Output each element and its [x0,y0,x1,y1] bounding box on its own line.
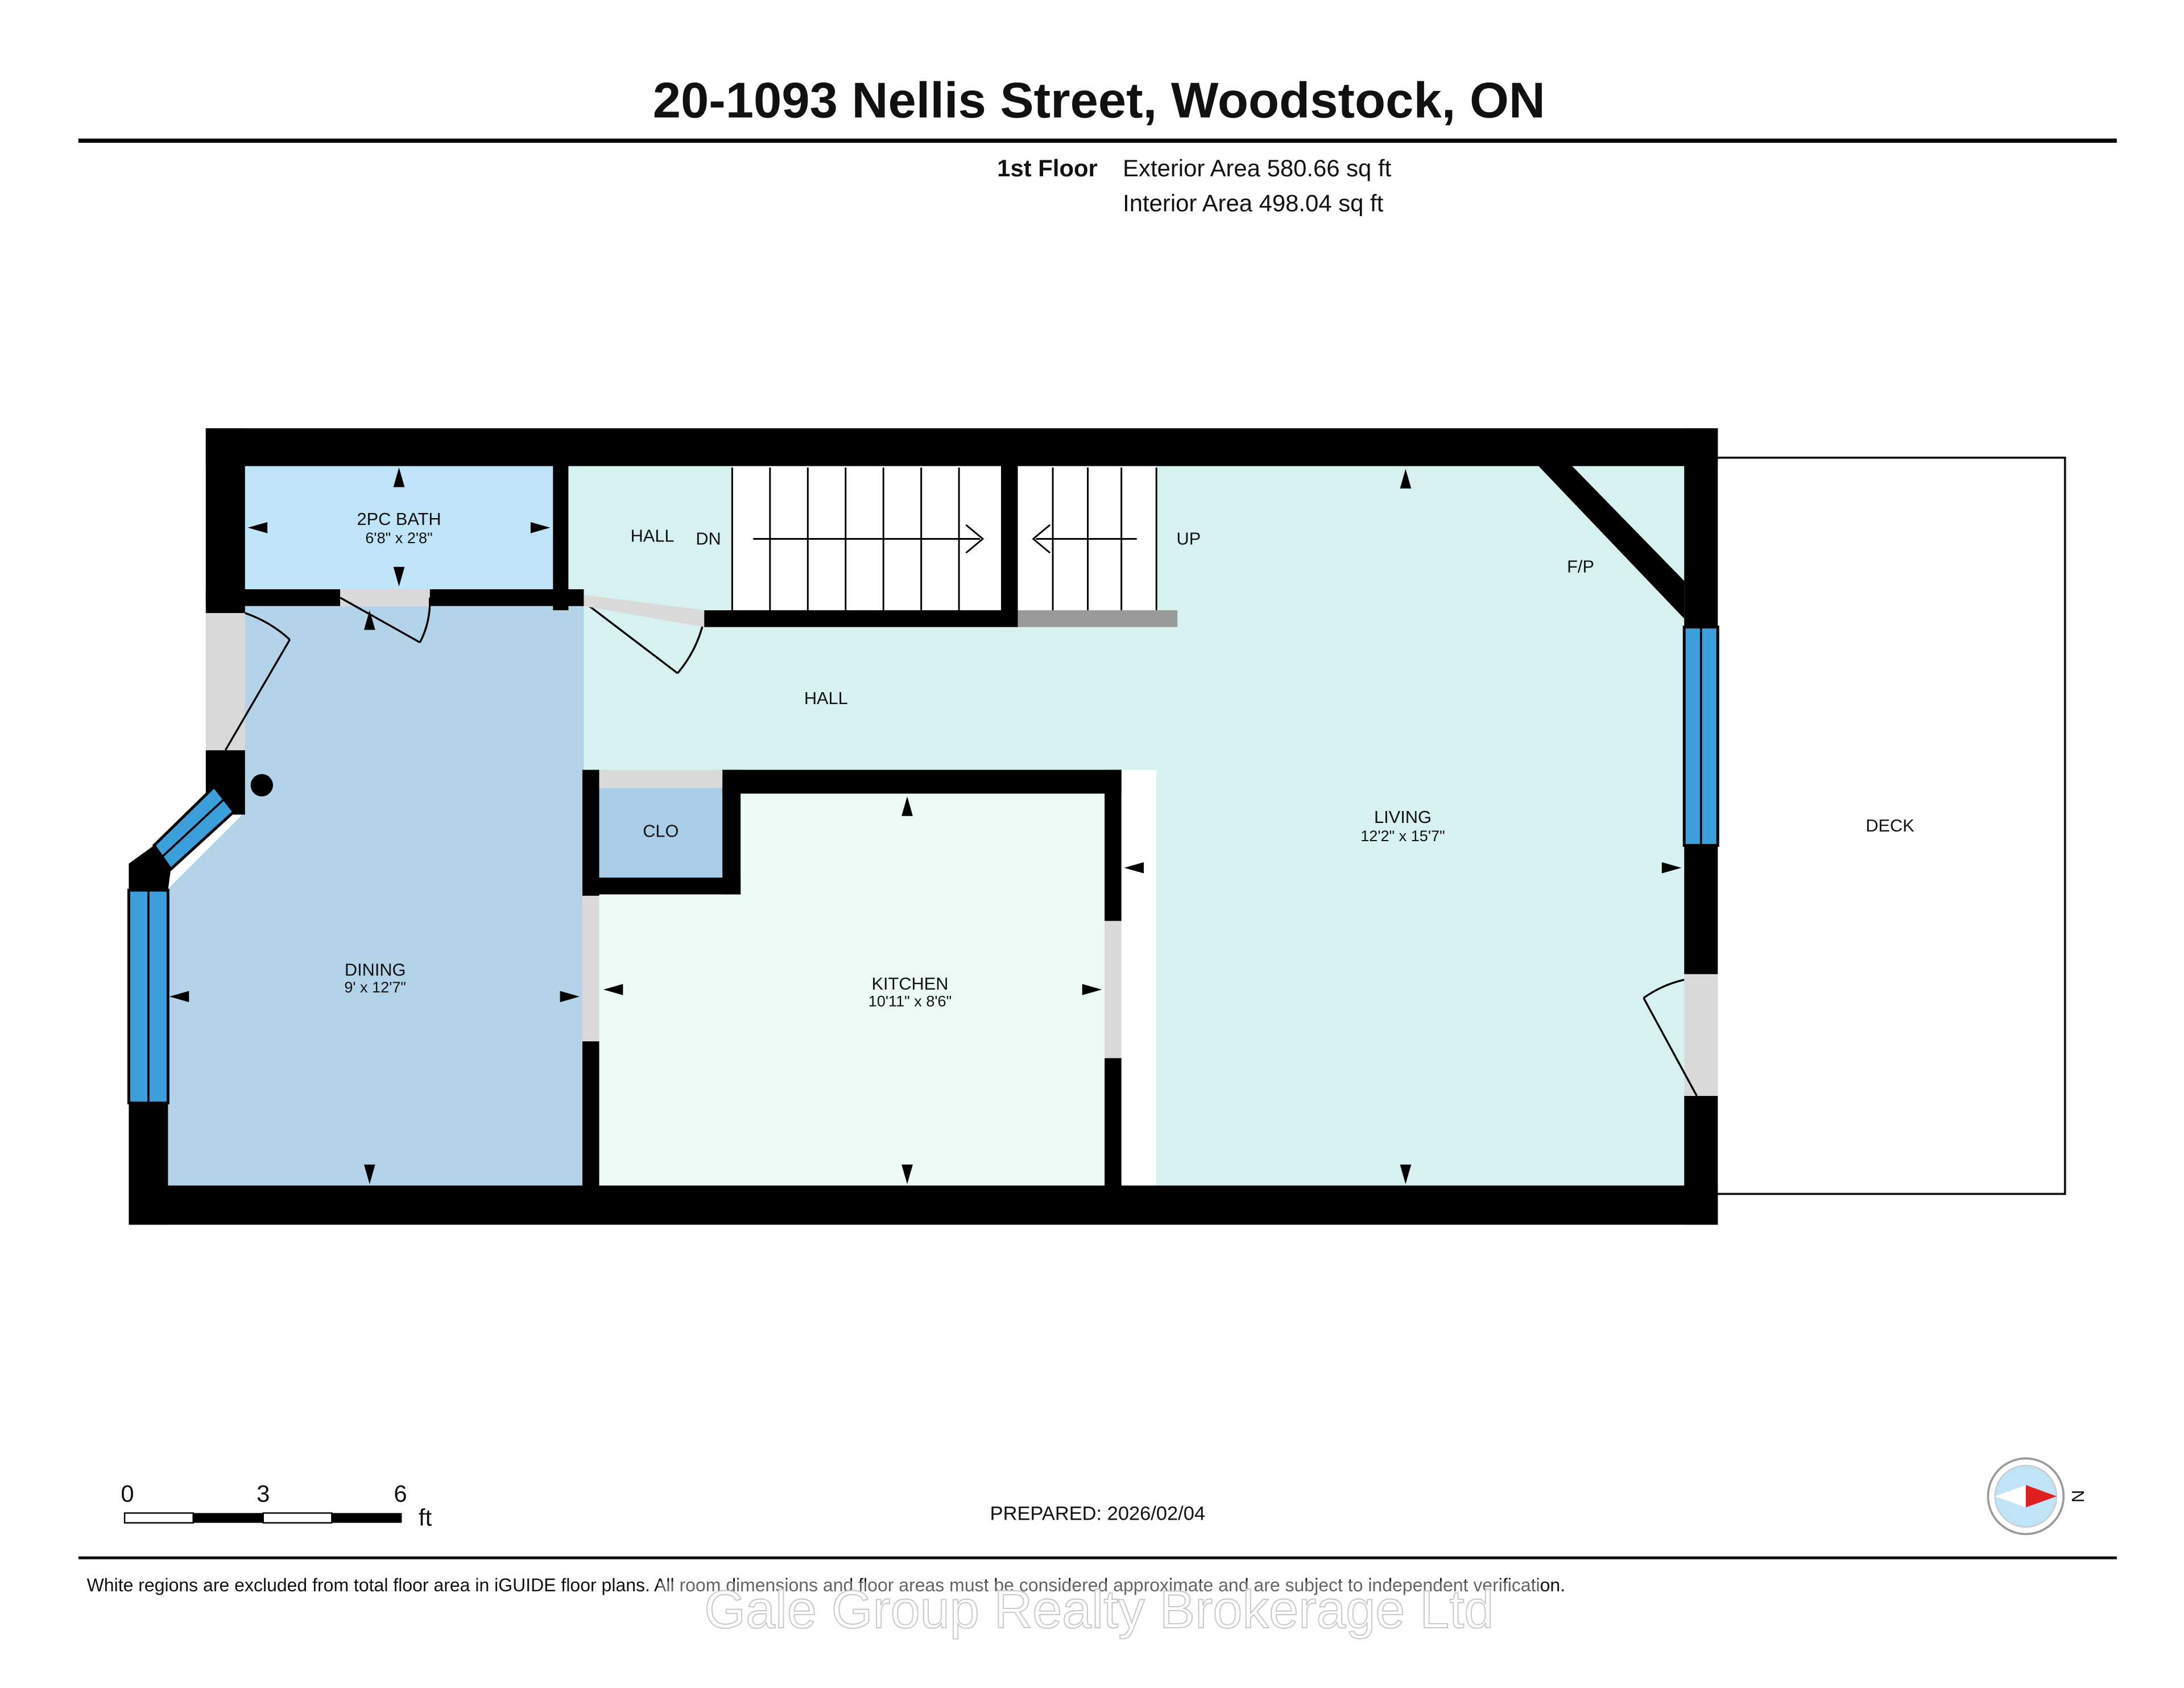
stair-up-label: UP [1176,528,1201,548]
header-rule [78,138,2117,143]
floor-label: 1st Floor [997,155,1098,181]
scale-bar [123,1512,402,1524]
dining-name: DINING [345,959,406,979]
wall-right-upper [1684,428,1718,627]
compass-north-label: N [2068,1490,2088,1503]
wall-closet-bottom [582,878,741,895]
closet-floor [599,788,726,878]
wall-kitchen-left [582,1041,599,1187]
scale-unit: ft [419,1504,432,1531]
wall-stair-divider [1001,465,1018,627]
kitchen-arrow-right [1082,984,1102,995]
upper-hall-name: HALL [631,526,675,545]
compass-icon [1987,1457,2065,1536]
dining-door-swing [224,612,291,751]
stair-landing-step [1017,610,1178,627]
dimension-arrows [169,467,1682,1185]
dining-floor [166,606,584,1187]
dining-arrow-up [364,610,375,630]
living-arrow-left [1124,862,1144,874]
bath-arrow-up [393,467,405,487]
living-dims: 12'2" x 15'7" [1360,827,1445,845]
dining-post [250,773,273,797]
main-hall-name: HALL [804,688,848,708]
living-arrow-up [1400,469,1412,489]
bath-arrow-right [530,522,551,533]
footer-rule [78,1556,2117,1559]
wall-bath-bottom-right [429,589,584,606]
deck-name: DECK [1866,816,1914,835]
wall-left-lower [129,1103,168,1225]
deck-area [1715,456,2066,1195]
closet-name: CLO [643,821,679,841]
exterior-area: Exterior Area 580.66 sq ft [1123,155,1391,181]
wall-right-middle [1684,845,1718,974]
kitchen-left-opening [582,896,599,1042]
wall-stair-bottom [704,610,1018,627]
stair-down-label: DN [696,528,721,548]
kitchen-arrow-left [603,984,623,995]
wall-kitchen-right-top [1105,769,1122,921]
kitchen-name: KITCHEN [872,974,949,994]
wall-right-lower [1684,1095,1718,1225]
scale-label-0: 0 [121,1480,134,1507]
wall-bath-bottom-left [205,589,341,606]
kitchen-dims: 10'11" x 8'6" [868,992,952,1010]
dining-door-opening [205,613,245,751]
interior-area: Interior Area 498.04 sq ft [1123,190,1383,217]
footer-disclaimer: White regions are excluded from total fl… [87,1575,1565,1595]
watermark-band [657,1581,1540,1638]
dining-arrow-down [364,1164,375,1185]
kitchen-arrow-down [901,1164,913,1185]
kitchen-arrow-up [901,796,913,816]
bath-arrow-down [393,566,405,587]
stair-up [1032,467,1157,611]
bath-dims: 6'8" x 2'8" [365,529,432,547]
bath-arrow-left [247,522,268,533]
stair-down-floor [732,465,1001,611]
wall-kitchen-top [722,769,1122,794]
bath-name: 2PC BATH [357,509,441,529]
dining-arrow-left [169,991,189,1003]
scale-label-6: 6 [394,1480,407,1507]
wall-kitchen-right-bottom [1105,1058,1122,1187]
patio-door-opening [1684,974,1718,1096]
patio-door-swing [1643,979,1698,1097]
wall-left-upper [205,428,245,613]
wall-bottom [129,1185,1718,1225]
hall-floor [560,610,1157,770]
hall-door-leaf [584,594,705,627]
living-arrow-right [1661,862,1682,874]
prepared-date: PREPARED: 2026/02/04 [990,1503,1205,1525]
stair-down [731,467,985,611]
wall-top [205,428,1718,466]
living-arrow-down [1400,1164,1412,1185]
closet-door-opening [599,769,723,788]
scale-label-3: 3 [257,1480,270,1507]
fireplace-label: F/P [1567,557,1594,577]
bath-door-opening [340,589,430,606]
wall-bath-divider [553,465,569,611]
dining-dims: 9' x 12'7" [344,978,406,996]
window-dining-bay-mullion [162,798,225,858]
wall-closet-right [722,769,741,895]
living-floor [1156,465,1685,1187]
wall-closet-left [582,769,599,896]
dining-arrow-right [560,991,580,1003]
bath-door-swing [340,597,431,644]
upper-hall-floor [566,465,735,611]
kitchen-right-opening [1105,921,1122,1058]
page-title: 20-1093 Nellis Street, Woodstock, ON [653,72,1545,129]
watermark-text: Gale Group Realty Brokerage Ltd [704,1579,1494,1639]
living-name: LIVING [1374,807,1432,827]
